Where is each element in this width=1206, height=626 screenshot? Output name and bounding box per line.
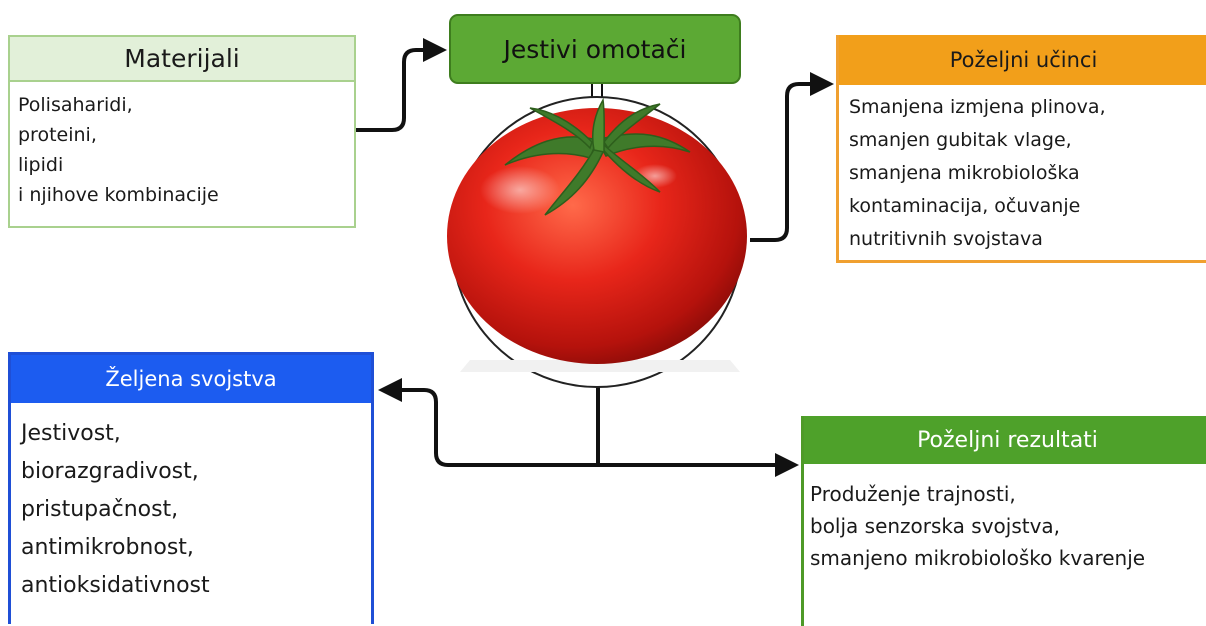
center-box: Jestivi omotači — [449, 14, 741, 84]
properties-item: Jestivost, — [21, 421, 121, 446]
materials-item: lipidi — [18, 154, 64, 176]
effects-item: kontaminacija, očuvanje — [849, 195, 1081, 217]
effects-title: Poželjni učinci — [839, 35, 1206, 85]
materials-item: proteini, — [18, 124, 97, 146]
results-list: Produženje trajnosti, bolja senzorska sv… — [804, 464, 1206, 588]
effects-item: Smanjena izmjena plinova, — [849, 96, 1106, 118]
effects-item: nutritivnih svojstava — [849, 228, 1043, 250]
properties-list: Jestivost, biorazgradivost, pristupačnos… — [11, 403, 371, 617]
effects-box: Poželjni učinci Smanjena izmjena plinova… — [836, 35, 1206, 263]
materials-title: Materijali — [10, 37, 354, 82]
properties-item: antioksidativnost — [21, 573, 210, 598]
properties-item: biorazgradivost, — [21, 459, 199, 484]
results-box: Poželjni rezultati Produženje trajnosti,… — [801, 416, 1206, 626]
properties-title: Željena svojstva — [11, 355, 371, 403]
properties-box: Željena svojstva Jestivost, biorazgradiv… — [8, 352, 374, 624]
materials-item: Polisaharidi, — [18, 94, 133, 116]
effects-item: smanjen gubitak vlage, — [849, 129, 1072, 151]
effects-item: smanjena mikrobiološka — [849, 162, 1080, 184]
materials-item: i njihove kombinacije — [18, 184, 219, 206]
materials-list: Polisaharidi, proteini, lipidi i njihove… — [10, 82, 354, 218]
properties-item: pristupačnost, — [21, 497, 179, 522]
properties-item: antimikrobnost, — [21, 535, 194, 560]
tomato-image — [447, 96, 747, 388]
center-title: Jestivi omotači — [503, 34, 687, 64]
results-item: smanjeno mikrobiološko kvarenje — [810, 546, 1146, 570]
results-item: Produženje trajnosti, — [810, 482, 1016, 506]
effects-list: Smanjena izmjena plinova, smanjen gubita… — [839, 85, 1206, 262]
arrow-connector — [356, 38, 834, 477]
materials-box: Materijali Polisaharidi, proteini, lipid… — [8, 35, 356, 228]
results-item: bolja senzorska svojstva, — [810, 514, 1061, 538]
results-title: Poželjni rezultati — [804, 416, 1206, 464]
